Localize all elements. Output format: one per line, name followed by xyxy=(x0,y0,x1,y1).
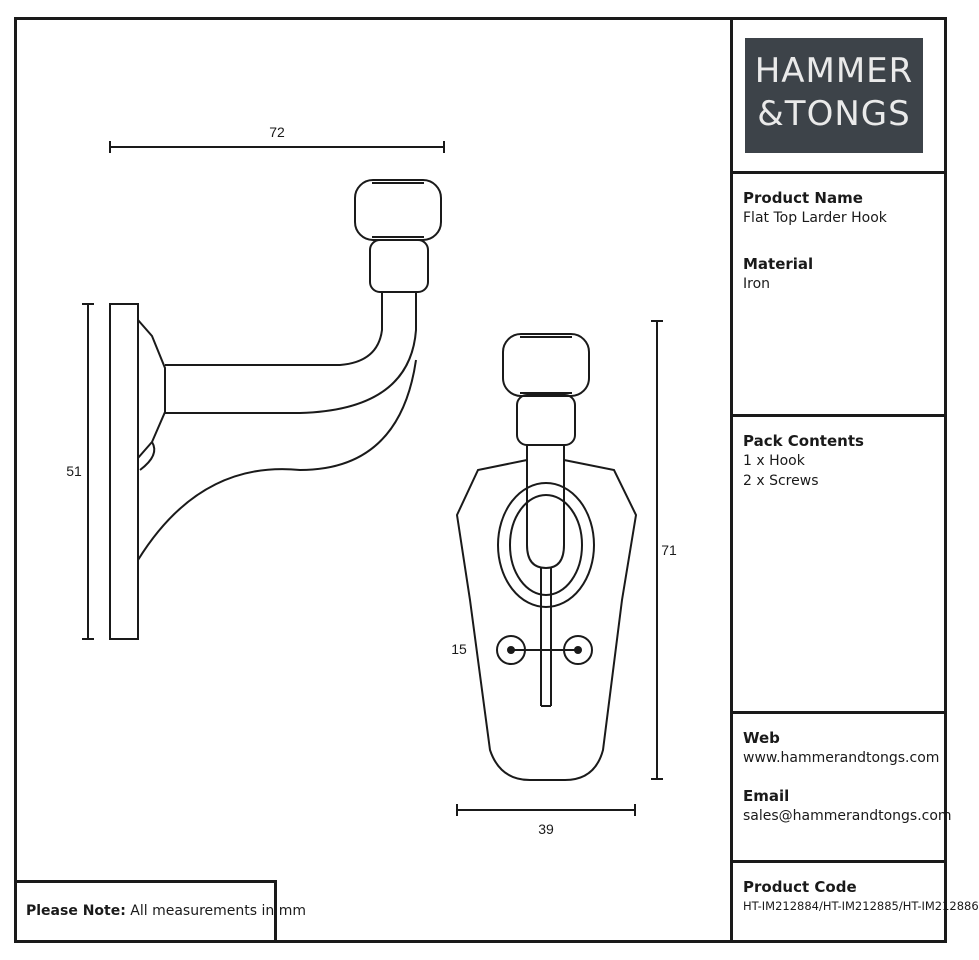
technical-drawing: 72 51 71 39 15 xyxy=(66,124,677,837)
product-name-label: Product Name xyxy=(743,189,863,207)
web-link[interactable]: www.hammerandtongs.com xyxy=(743,750,940,766)
email-link[interactable]: sales@hammerandtongs.com xyxy=(743,808,952,824)
pack-cell: Pack Contents 1 x Hook 2 x Screws xyxy=(730,417,947,714)
contact-cell: Web www.hammerandtongs.com Email sales@h… xyxy=(730,714,952,863)
measurement-note: Please Note: All measurements in mm xyxy=(14,880,306,943)
dimension-height-front xyxy=(651,320,663,780)
pack-item: 2 x Screws xyxy=(743,473,819,489)
title-block: HAMMER &TONGS Product Name Flat Top Lard… xyxy=(730,17,979,943)
brand-logo: HAMMER &TONGS xyxy=(745,38,923,153)
pack-label: Pack Contents xyxy=(743,432,864,450)
note-text: All measurements in mm xyxy=(130,903,306,919)
side-view-hook xyxy=(109,179,442,640)
dim-label-15: 15 xyxy=(451,641,467,657)
material-value: Iron xyxy=(743,276,771,292)
front-view-hook xyxy=(455,333,638,781)
brand-line-1: HAMMER xyxy=(754,51,914,91)
product-cell: Product Name Flat Top Larder Hook Materi… xyxy=(730,174,947,417)
dimension-width-front xyxy=(456,804,636,816)
web-label: Web xyxy=(743,729,780,747)
product-code-label: Product Code xyxy=(743,878,857,896)
brand-line-2: &TONGS xyxy=(757,94,911,134)
dim-label-39: 39 xyxy=(538,821,554,837)
dim-label-71: 71 xyxy=(661,542,677,558)
email-label: Email xyxy=(743,787,790,805)
dim-label-51: 51 xyxy=(66,463,82,479)
dimension-height-side xyxy=(82,303,94,640)
pack-item: 1 x Hook xyxy=(743,453,805,469)
product-name: Flat Top Larder Hook xyxy=(743,210,887,226)
logo-cell: HAMMER &TONGS xyxy=(730,17,947,174)
dimension-width-side xyxy=(109,141,445,153)
dim-label-72: 72 xyxy=(269,124,285,140)
code-cell: Product Code HT-IM212884/HT-IM212885/HT-… xyxy=(730,863,979,943)
material-label: Material xyxy=(743,255,814,273)
product-code: HT-IM212884/HT-IM212885/HT-IM212886 xyxy=(743,899,979,913)
drawing-frame xyxy=(14,17,947,943)
note-label: Please Note: xyxy=(26,903,126,919)
